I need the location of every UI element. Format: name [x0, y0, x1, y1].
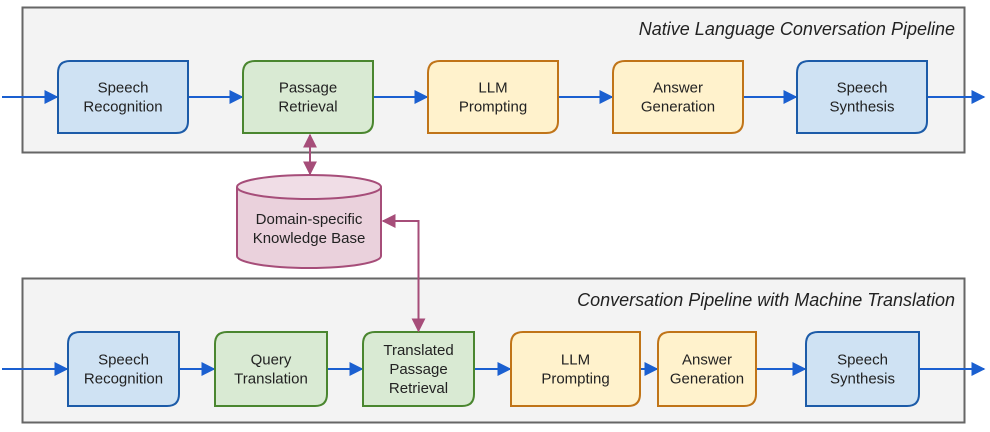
- node-label-line: Translation: [234, 371, 308, 388]
- node-label-line: Speech: [98, 352, 149, 369]
- node-box: [57, 60, 189, 134]
- kb-link-arrow: [381, 214, 426, 333]
- database-body: [236, 187, 382, 269]
- node-label-line: LLM: [561, 352, 590, 369]
- node-label-line: Answer: [653, 80, 703, 97]
- node-label-line: Retrieval: [389, 380, 448, 397]
- node-label-line: Translated: [383, 342, 453, 359]
- node-box: [214, 331, 328, 407]
- node-box: [242, 60, 374, 134]
- node-label-line: Speech: [837, 80, 888, 97]
- panel-title: Conversation Pipeline with Machine Trans…: [577, 290, 955, 310]
- node-label-line: Generation: [670, 371, 744, 388]
- node-box: [427, 60, 559, 134]
- node-label-line: Prompting: [541, 371, 609, 388]
- node-label-line: Prompting: [459, 99, 527, 116]
- knowledge-base-label-line-2: Knowledge Base: [253, 230, 366, 247]
- node-label-line: Passage: [389, 361, 447, 378]
- knowledge-base-label-line-1: Domain-specific: [256, 211, 363, 228]
- node-label-line: Speech: [837, 352, 888, 369]
- node-box: [796, 60, 928, 134]
- node-label-line: Speech: [98, 80, 149, 97]
- panel-title: Native Language Conversation Pipeline: [639, 19, 955, 39]
- node-label-line: Synthesis: [830, 371, 895, 388]
- node-box: [362, 331, 475, 407]
- node-label-line: Recognition: [84, 371, 163, 388]
- node-label-line: Recognition: [83, 99, 162, 116]
- node-label-line: Passage: [279, 80, 337, 97]
- node-label-line: LLM: [478, 80, 507, 97]
- node-box: [67, 331, 180, 407]
- node-label-line: Answer: [682, 352, 732, 369]
- knowledge-base-database: Domain-specific Knowledge Base: [236, 174, 382, 269]
- node-box: [510, 331, 641, 407]
- pipeline-node: LLM Prompting: [510, 331, 641, 407]
- database-top: [236, 174, 382, 200]
- node-label-line: Synthesis: [829, 99, 894, 116]
- node-label-line: Generation: [641, 99, 715, 116]
- pipeline-node: LLM Prompting: [427, 60, 559, 134]
- node-label-line: Retrieval: [278, 99, 337, 116]
- node-box: [805, 331, 920, 407]
- node-box: [657, 331, 757, 407]
- node-box: [612, 60, 744, 134]
- node-label-line: Query: [251, 352, 292, 369]
